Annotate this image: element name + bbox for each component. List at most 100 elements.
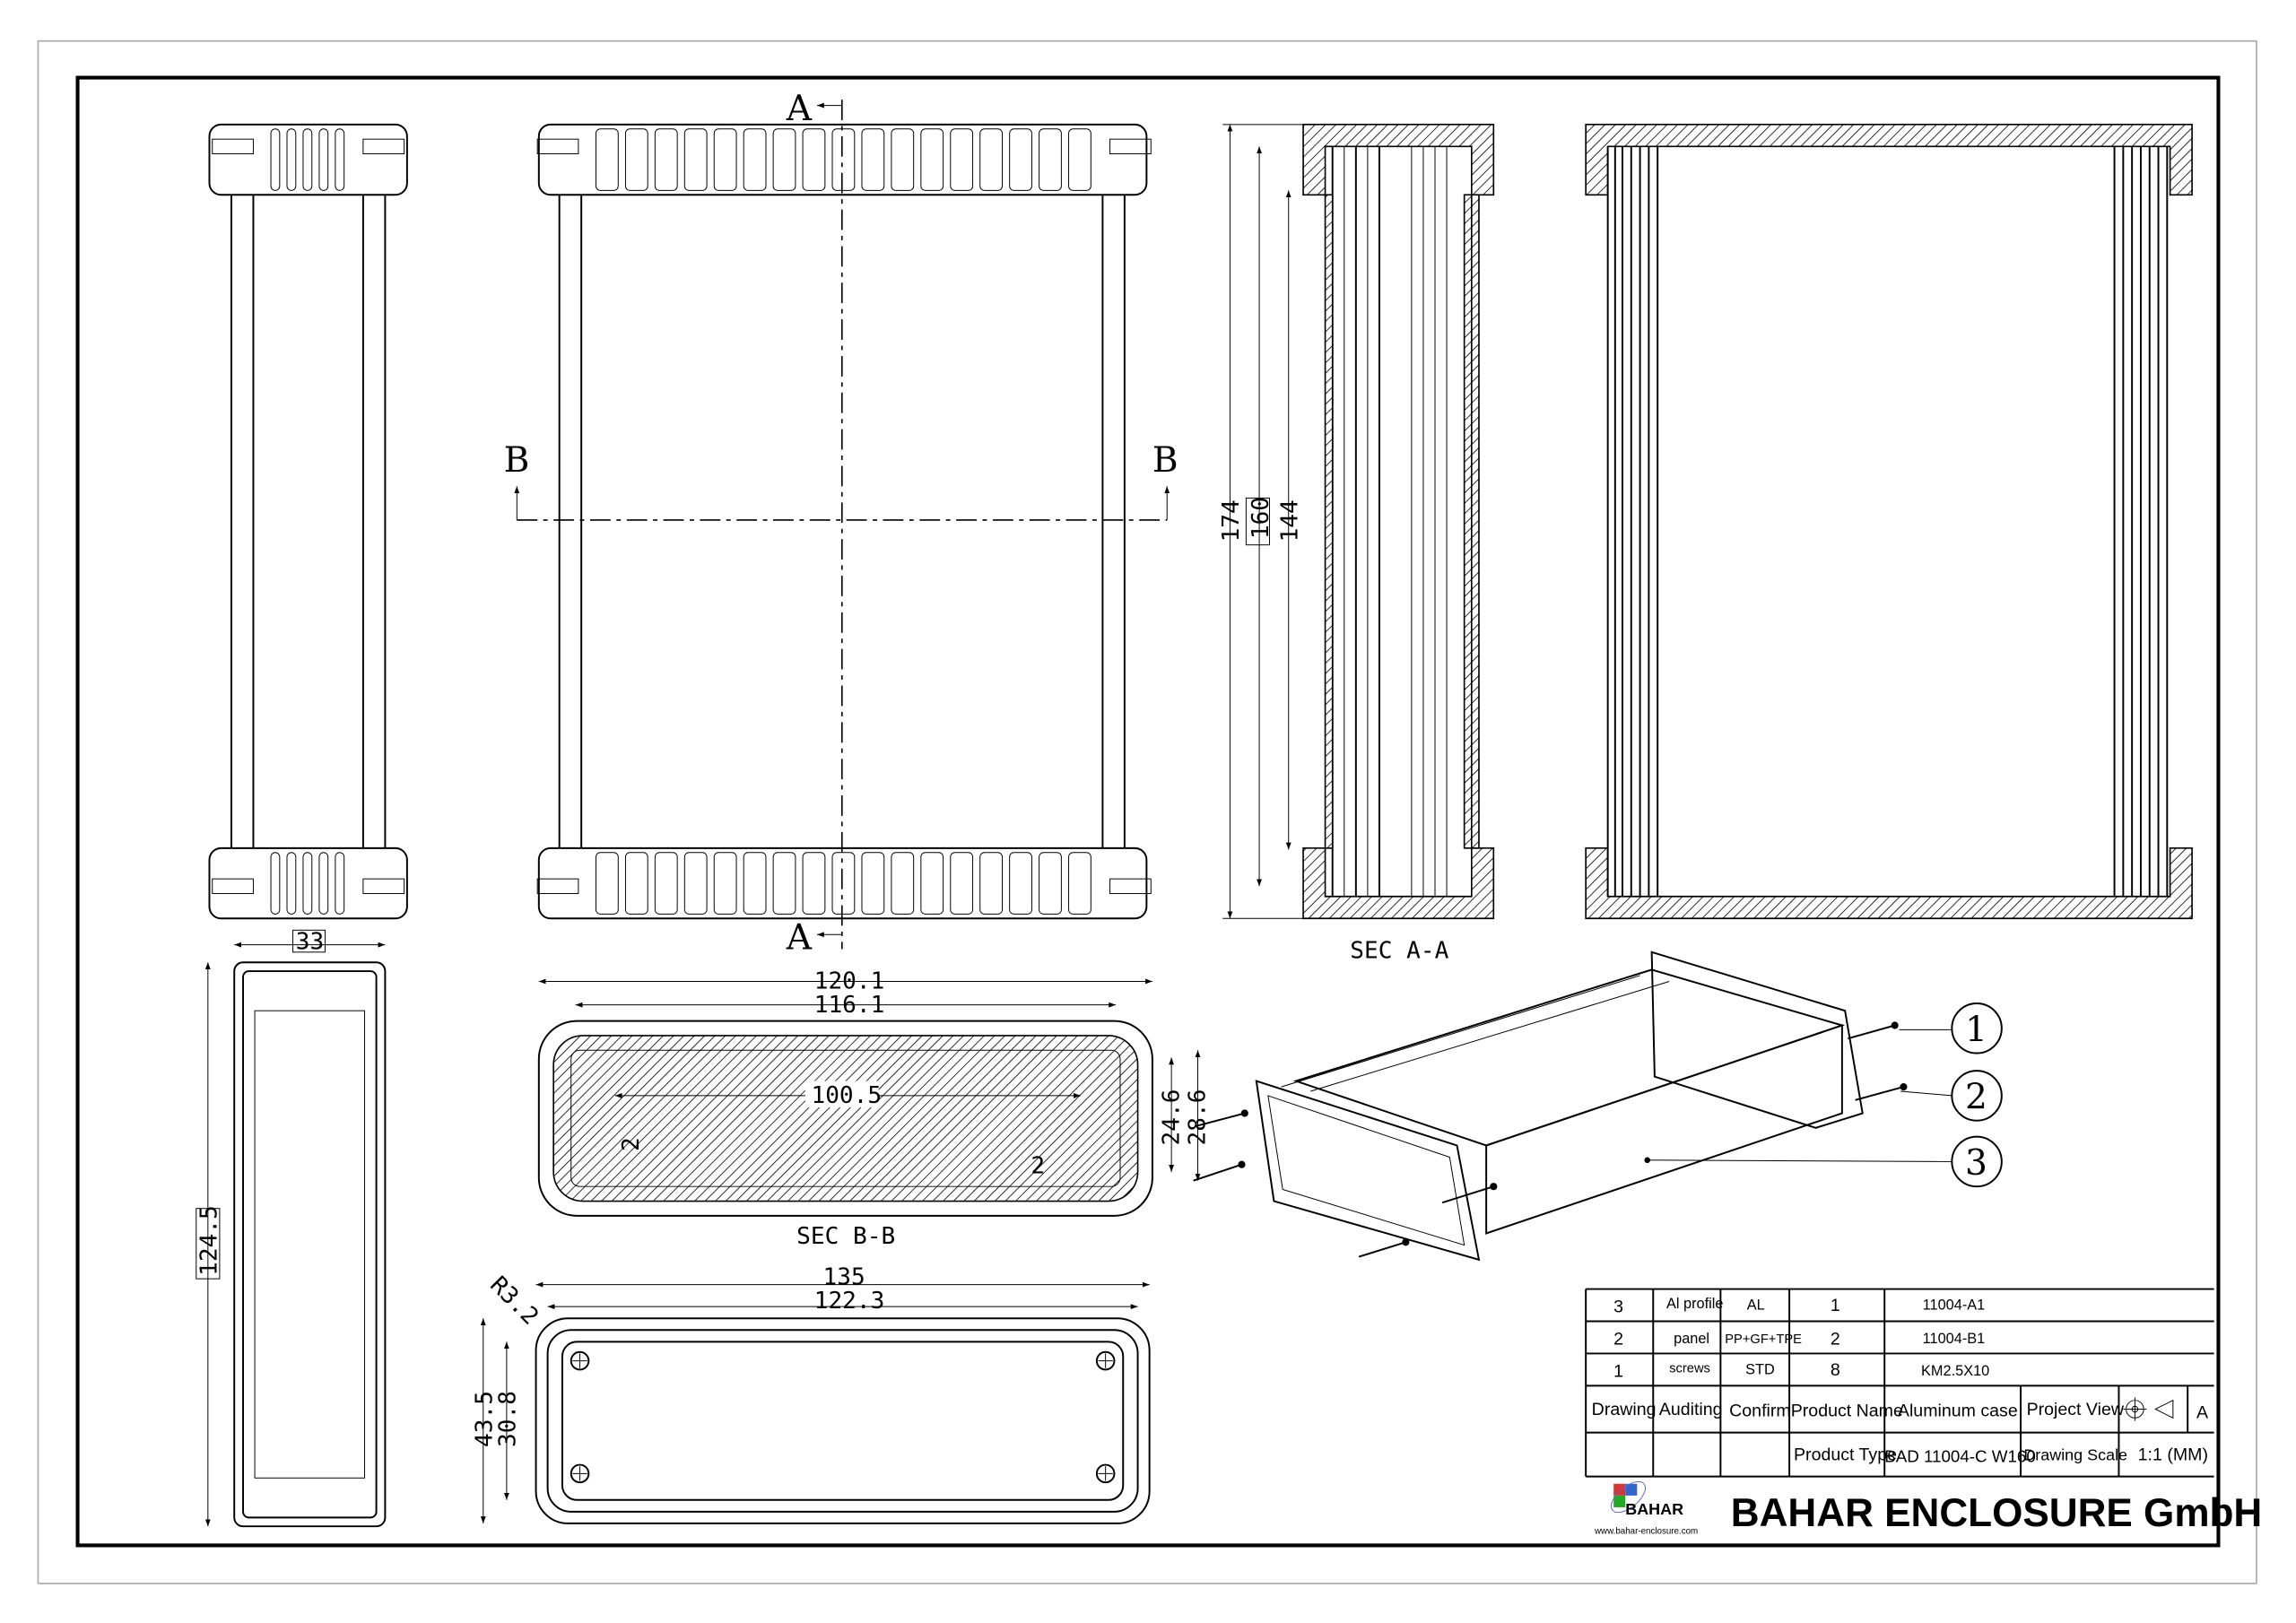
svg-text:3: 3: [1965, 1143, 1987, 1184]
cooling-fin: [802, 852, 826, 915]
cooling-fin: [596, 128, 619, 191]
svg-text:1: 1: [1613, 1362, 1623, 1382]
screw: [1194, 1112, 1246, 1128]
dim-174: 174: [1218, 499, 1245, 542]
isometric-view: 1 2 3: [1193, 950, 2003, 1262]
cooling-fin: [318, 852, 329, 915]
cooling-fin: [624, 128, 648, 191]
section-b-b-label: SEC B-B: [796, 1223, 895, 1250]
clip-tab: [536, 878, 579, 894]
svg-text:1: 1: [1831, 1296, 1840, 1315]
drawing-scale: 1:1 (MM): [2138, 1445, 2208, 1465]
clip-tab: [362, 878, 405, 894]
dim-135: 135: [823, 1264, 865, 1291]
screw-icon: [1095, 1463, 1116, 1484]
section-label-a-top: A: [786, 89, 813, 129]
svg-text:2: 2: [1965, 1078, 1987, 1118]
screw: [1193, 1163, 1242, 1182]
svg-text:AL: AL: [1747, 1297, 1765, 1313]
website: www.bahar-enclosure.com: [1594, 1526, 1698, 1536]
screw-head: [1402, 1238, 1410, 1246]
dim-30-8: 30.8: [495, 1391, 522, 1447]
drawing-frame: [75, 75, 2221, 1548]
svg-text:PP+GF+TPE: PP+GF+TPE: [1725, 1332, 1802, 1347]
svg-text:2: 2: [1831, 1330, 1840, 1350]
sheet-border: [37, 39, 2257, 1584]
company-name: BAHAR ENCLOSURE GmbH: [1731, 1491, 2262, 1535]
svg-text:1: 1: [1965, 1010, 1987, 1050]
cooling-fin: [831, 852, 856, 915]
side-view: [208, 123, 408, 920]
svg-text:BAHAR: BAHAR: [1625, 1500, 1683, 1518]
cooling-fin: [1039, 128, 1062, 191]
dim-160: 160: [1248, 497, 1274, 539]
screw-icon: [1095, 1350, 1116, 1371]
svg-text:3: 3: [1613, 1298, 1623, 1317]
section-label-b-right: B: [1152, 440, 1178, 481]
cooling-fin: [979, 852, 1003, 915]
dim-100-5: 100.5: [811, 1082, 882, 1109]
dim-43-5: 43.5: [472, 1391, 499, 1447]
product-name-label: Product Name: [1791, 1402, 1903, 1421]
dim-24-6: 24.6: [1158, 1089, 1185, 1146]
clip-tab: [536, 138, 579, 155]
svg-text:KM2.5X10: KM2.5X10: [1921, 1363, 1989, 1379]
screw-head: [1900, 1083, 1908, 1091]
cooling-fin: [802, 128, 826, 191]
screw-head: [1490, 1183, 1498, 1191]
cooling-fin: [950, 852, 974, 915]
cooling-fin: [979, 128, 1003, 191]
auditing-label: Auditing: [1659, 1400, 1723, 1419]
cooling-fin: [654, 852, 678, 915]
cooling-fin: [861, 852, 885, 915]
front-profile-view: 33 124.5: [196, 929, 387, 1528]
screw: [1358, 1241, 1406, 1258]
dim-33: 33: [296, 929, 324, 956]
balloon-1: 1: [1951, 1002, 2003, 1055]
balloon-3: 3: [1951, 1135, 2003, 1188]
section-a-a-label: SEC A-A: [1350, 937, 1448, 964]
cooling-fin: [861, 128, 885, 191]
screw-head: [1238, 1160, 1246, 1168]
cooling-fin: [1068, 852, 1091, 915]
drawing-scale-label: Drawing Scale: [2023, 1446, 2127, 1464]
cooling-fin: [596, 852, 619, 915]
screw-head: [1891, 1021, 1899, 1029]
cooling-fin: [318, 128, 329, 191]
cooling-fin: [713, 128, 737, 191]
svg-text:11004-B1: 11004-B1: [1923, 1331, 1986, 1347]
cooling-fin: [743, 852, 767, 915]
section-a-a-view: 174 160 144 SEC A-A: [1218, 124, 1495, 964]
projection-symbol-icon: [2123, 1397, 2174, 1421]
product-name: Aluminum case: [1898, 1402, 2018, 1421]
wall-section: [1463, 194, 1473, 849]
wall-section: [1324, 194, 1334, 849]
project-view: A: [2196, 1402, 2209, 1422]
cooling-fin: [654, 128, 678, 191]
svg-text:11004-A1: 11004-A1: [1923, 1297, 1986, 1313]
screw-head: [1240, 1109, 1248, 1117]
cooling-fin: [270, 852, 281, 915]
cooling-fin: [772, 128, 796, 191]
end-panel-view: 135 122.3 R3.2 43.5 30.8: [472, 1264, 1151, 1524]
dim-124-5: 124.5: [196, 1205, 223, 1276]
clip-tab: [1109, 138, 1152, 155]
dim-28-6: 28.6: [1185, 1089, 1212, 1146]
dim-120-1: 120.1: [814, 968, 885, 995]
dim-116-1: 116.1: [814, 992, 885, 1019]
svg-text:panel: panel: [1674, 1331, 1709, 1347]
dim-2-right: 2: [1031, 1152, 1045, 1179]
cooling-fin: [302, 128, 313, 191]
screw-icon: [570, 1350, 590, 1371]
svg-text:STD: STD: [1745, 1361, 1775, 1377]
cooling-fin: [743, 128, 767, 191]
clip-tab: [212, 878, 254, 894]
bahar-logo: BAHAR www.bahar-enclosure.com: [1594, 1480, 1698, 1536]
section-b-b-large-view: [1585, 124, 2193, 920]
cooling-fin: [335, 852, 345, 915]
dim-122-3: 122.3: [814, 1288, 885, 1315]
svg-text:8: 8: [1831, 1360, 1840, 1380]
cooling-fin: [920, 852, 944, 915]
cooling-fin: [270, 128, 281, 191]
